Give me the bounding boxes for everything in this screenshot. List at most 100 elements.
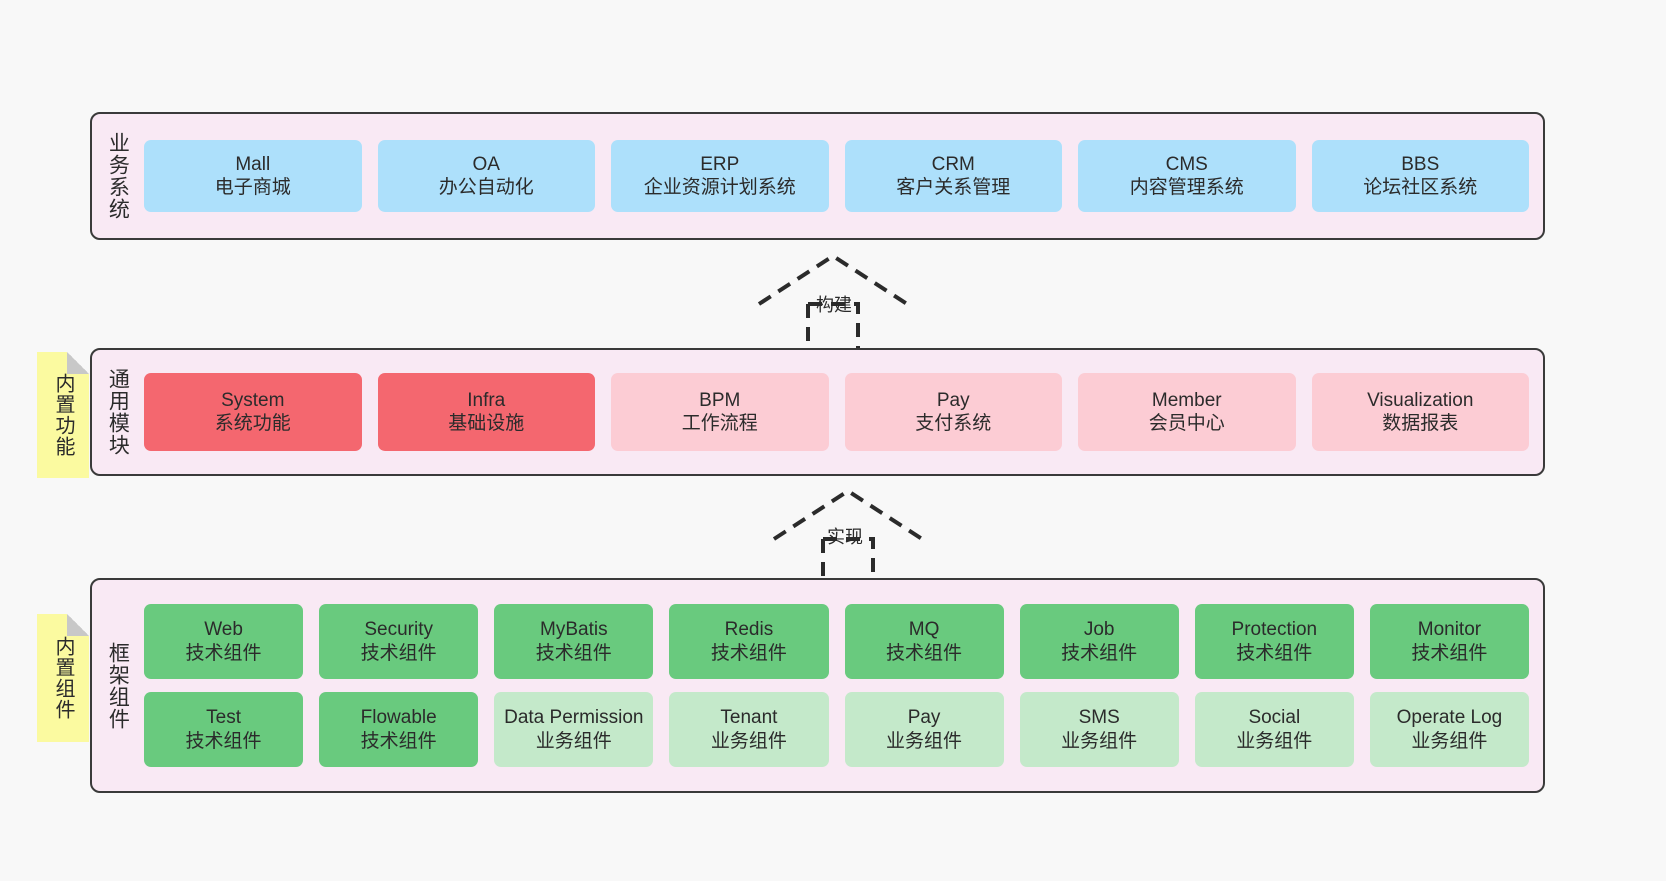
layer-title-framework: 框架组件 bbox=[106, 641, 130, 730]
module-card-en: BBS bbox=[1401, 153, 1440, 175]
module-card-web[interactable]: Web 技术组件 bbox=[144, 604, 304, 679]
layer-row: Web 技术组件 Security 技术组件 MyBatis 技术组件 Redi… bbox=[144, 604, 1529, 679]
layer-row: System 系统功能 Infra 基础设施 BPM 工作流程 Pay 支付系统… bbox=[144, 373, 1529, 451]
module-card-oa[interactable]: OA 办公自动化 bbox=[377, 140, 595, 212]
module-card-cn: 技术组件 bbox=[185, 642, 262, 664]
module-card-tenant[interactable]: Tenant 业务组件 bbox=[669, 692, 829, 767]
module-card-social[interactable]: Social 业务组件 bbox=[1194, 692, 1354, 767]
module-card-pay[interactable]: Pay 支付系统 bbox=[844, 373, 1062, 451]
module-card-system[interactable]: System 系统功能 bbox=[144, 373, 362, 451]
module-card-en: Protection bbox=[1231, 619, 1318, 641]
module-card-erp[interactable]: ERP 企业资源计划系统 bbox=[611, 140, 829, 212]
module-card-cn: 办公自动化 bbox=[438, 177, 534, 198]
layer-body-business: Mall 电子商城 OA 办公自动化 ERP 企业资源计划系统 CRM 客户关系… bbox=[134, 124, 1529, 228]
module-card-cn: 客户关系管理 bbox=[896, 177, 1011, 198]
module-card-cms[interactable]: CMS 内容管理系统 bbox=[1078, 140, 1296, 212]
module-card-en: Test bbox=[206, 707, 241, 729]
module-card-en: Security bbox=[364, 619, 433, 641]
module-card-cn: 业务组件 bbox=[1411, 730, 1488, 752]
layer-common-module: 通用模块 System 系统功能 Infra 基础设施 BPM 工作流程 Pay… bbox=[90, 348, 1545, 476]
sticky-note-builtin-component: 内置组件 bbox=[37, 614, 89, 742]
module-card-cn: 会员中心 bbox=[1148, 413, 1225, 434]
module-card-mall[interactable]: Mall 电子商城 bbox=[144, 140, 362, 212]
layer-framework-component: 框架组件 Web 技术组件 Security 技术组件 MyBatis 技术组件… bbox=[90, 578, 1545, 793]
module-card-mybatis[interactable]: MyBatis 技术组件 bbox=[494, 604, 654, 679]
module-card-en: Mall bbox=[235, 153, 271, 175]
module-card-cn: 技术组件 bbox=[360, 730, 437, 752]
layer-body-framework: Web 技术组件 Security 技术组件 MyBatis 技术组件 Redi… bbox=[134, 590, 1529, 781]
module-card-en: CRM bbox=[931, 153, 975, 175]
module-card-cn: 技术组件 bbox=[710, 642, 787, 664]
module-card-data-permission[interactable]: Data Permission 业务组件 bbox=[494, 692, 654, 767]
module-card-security[interactable]: Security 技术组件 bbox=[319, 604, 479, 679]
module-card-mq[interactable]: MQ 技术组件 bbox=[844, 604, 1004, 679]
module-card-en: System bbox=[221, 389, 285, 411]
connector-implement-arrow bbox=[768, 487, 928, 583]
module-card-cn: 系统功能 bbox=[214, 413, 291, 434]
module-card-cn: 技术组件 bbox=[535, 642, 612, 664]
module-card-cn: 业务组件 bbox=[535, 730, 612, 752]
module-card-en: CMS bbox=[1165, 153, 1208, 175]
module-card-en: MQ bbox=[908, 619, 940, 641]
module-card-bbs[interactable]: BBS 论坛社区系统 bbox=[1311, 140, 1529, 212]
layer-row: Test 技术组件 Flowable 技术组件 Data Permission … bbox=[144, 692, 1529, 767]
module-card-en: Pay bbox=[907, 707, 941, 729]
layer-row: Mall 电子商城 OA 办公自动化 ERP 企业资源计划系统 CRM 客户关系… bbox=[144, 140, 1529, 212]
module-card-cn: 工作流程 bbox=[681, 413, 758, 434]
module-card-en: Monitor bbox=[1417, 619, 1482, 641]
module-card-cn: 数据报表 bbox=[1382, 413, 1459, 434]
module-card-en: Data Permission bbox=[504, 707, 644, 729]
module-card-operate-log[interactable]: Operate Log 业务组件 bbox=[1369, 692, 1529, 767]
module-card-sms[interactable]: SMS 业务组件 bbox=[1019, 692, 1179, 767]
layer-title-business: 业务系统 bbox=[106, 132, 130, 220]
module-card-protection[interactable]: Protection 技术组件 bbox=[1194, 604, 1354, 679]
module-card-cn: 技术组件 bbox=[360, 642, 437, 664]
module-card-job[interactable]: Job 技术组件 bbox=[1019, 604, 1179, 679]
module-card-flowable[interactable]: Flowable 技术组件 bbox=[319, 692, 479, 767]
module-card-cn: 技术组件 bbox=[1061, 642, 1138, 664]
module-card-en: Member bbox=[1151, 389, 1222, 411]
module-card-en: Infra bbox=[467, 389, 506, 411]
module-card-infra[interactable]: Infra 基础设施 bbox=[377, 373, 595, 451]
module-card-cn: 基础设施 bbox=[448, 413, 525, 434]
module-card-en: OA bbox=[472, 153, 500, 175]
module-card-cn: 业务组件 bbox=[886, 730, 963, 752]
layer-title-common: 通用模块 bbox=[106, 368, 130, 456]
module-card-redis[interactable]: Redis 技术组件 bbox=[669, 604, 829, 679]
module-card-en: Job bbox=[1083, 619, 1115, 641]
module-card-en: Operate Log bbox=[1396, 707, 1503, 729]
module-card-crm[interactable]: CRM 客户关系管理 bbox=[844, 140, 1062, 212]
module-card-visualization[interactable]: Visualization 数据报表 bbox=[1311, 373, 1529, 451]
connector-build-arrow bbox=[753, 252, 913, 348]
module-card-test[interactable]: Test 技术组件 bbox=[144, 692, 304, 767]
module-card-cn: 内容管理系统 bbox=[1129, 177, 1244, 198]
module-card-en: BPM bbox=[699, 389, 741, 411]
module-card-en: Tenant bbox=[720, 707, 778, 729]
module-card-en: Flowable bbox=[360, 707, 437, 729]
module-card-en: SMS bbox=[1078, 707, 1120, 729]
module-card-cn: 技术组件 bbox=[1411, 642, 1488, 664]
module-card-en: Social bbox=[1248, 707, 1301, 729]
module-card-bpm[interactable]: BPM 工作流程 bbox=[611, 373, 829, 451]
module-card-en: ERP bbox=[700, 153, 740, 175]
module-card-cn: 业务组件 bbox=[1061, 730, 1138, 752]
module-card-en: Redis bbox=[724, 619, 774, 641]
module-card-en: MyBatis bbox=[540, 619, 608, 641]
module-card-en: Web bbox=[204, 619, 243, 641]
module-card-cn: 技术组件 bbox=[185, 730, 262, 752]
module-card-monitor[interactable]: Monitor 技术组件 bbox=[1369, 604, 1529, 679]
module-card-cn: 技术组件 bbox=[886, 642, 963, 664]
module-card-cn: 支付系统 bbox=[915, 413, 992, 434]
connector-build-label: 构建 bbox=[816, 295, 852, 315]
module-card-cn: 技术组件 bbox=[1236, 642, 1313, 664]
module-card-cn: 企业资源计划系统 bbox=[643, 177, 796, 198]
module-card-cn: 业务组件 bbox=[1236, 730, 1313, 752]
module-card-cn: 论坛社区系统 bbox=[1363, 177, 1478, 198]
module-card-member[interactable]: Member 会员中心 bbox=[1078, 373, 1296, 451]
module-card-en: Visualization bbox=[1367, 389, 1474, 411]
module-card-en: Pay bbox=[936, 389, 970, 411]
module-card-pay-business[interactable]: Pay 业务组件 bbox=[844, 692, 1004, 767]
sticky-note-builtin-function: 内置功能 bbox=[37, 352, 89, 478]
layer-business-system: 业务系统 Mall 电子商城 OA 办公自动化 ERP 企业资源计划系统 CRM… bbox=[90, 112, 1545, 240]
